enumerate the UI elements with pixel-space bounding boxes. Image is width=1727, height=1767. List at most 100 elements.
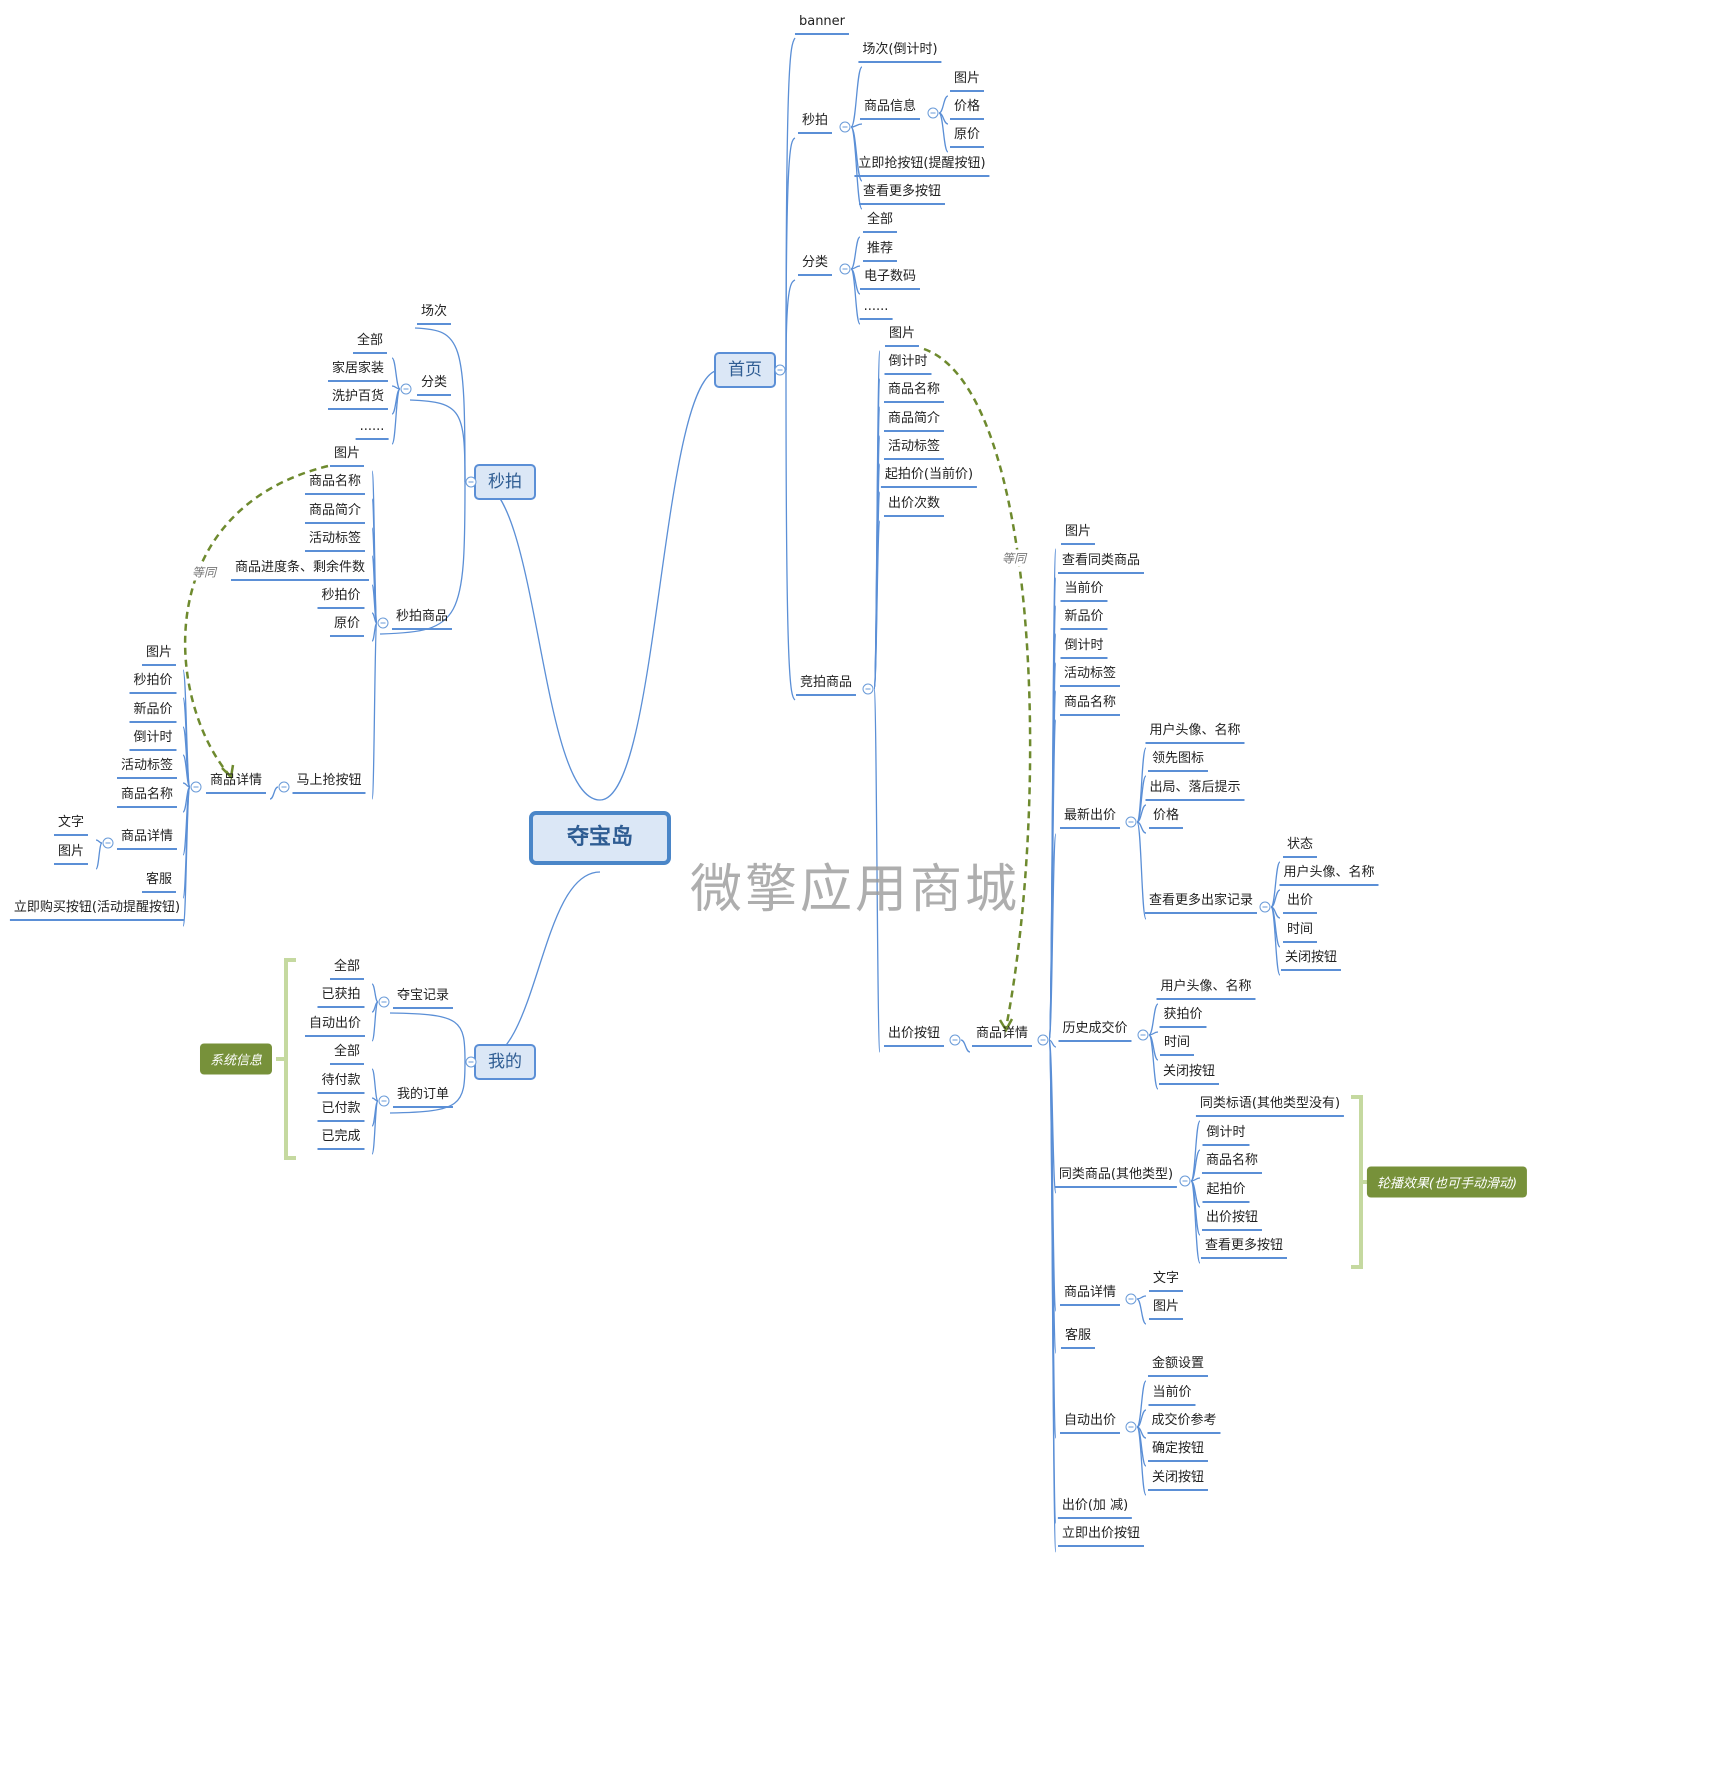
topic-node: 场次: [416, 304, 452, 325]
collapse-toggle-icon[interactable]: [378, 1095, 390, 1107]
topic-node: 状态: [1282, 837, 1318, 858]
topic-node: 活动标签: [883, 439, 945, 460]
collapse-toggle-icon[interactable]: [949, 1034, 961, 1046]
topic-node: 秒拍价: [129, 673, 177, 694]
home-topic: 首页: [714, 352, 776, 388]
collapse-toggle-icon[interactable]: [1259, 901, 1271, 913]
system-info-bracket: [276, 958, 296, 1160]
topic-node: 商品名称: [1201, 1153, 1263, 1174]
collapse-toggle-icon[interactable]: [378, 996, 390, 1008]
topic-node: 客服: [141, 872, 177, 893]
branch-line: [1136, 804, 1147, 823]
topic-node: 商品详情: [205, 773, 267, 794]
branch-line: [371, 622, 378, 642]
topic-node: 倒计时: [1060, 638, 1108, 659]
collapse-toggle-icon[interactable]: [278, 781, 290, 793]
topic-node: 自动出价: [304, 1016, 366, 1037]
topic-node: 最新出价: [1059, 808, 1121, 829]
topic-node: 活动标签: [304, 531, 366, 552]
topic-node: 自动出价: [1059, 1413, 1121, 1434]
topic-node: 查看更多出家记录: [1144, 893, 1258, 914]
topic-node: 时间: [1282, 922, 1318, 943]
branch-line: [1136, 1380, 1147, 1428]
topic-node: 关闭按钮: [1280, 950, 1342, 971]
collapse-toggle-icon[interactable]: [1125, 1293, 1137, 1305]
collapse-toggle-icon[interactable]: [1125, 816, 1137, 828]
topic-node: 商品名称: [116, 787, 178, 808]
branch-line: [785, 369, 796, 701]
collapse-toggle-icon[interactable]: [400, 383, 412, 395]
branch-line: [1190, 1180, 1201, 1264]
collapse-toggle-icon[interactable]: [1037, 1034, 1049, 1046]
topic-node: 文字: [1148, 1271, 1184, 1292]
topic-node: 同类标语(其他类型没有): [1195, 1096, 1345, 1117]
topic-node: 出价(加 减): [1057, 1498, 1133, 1519]
topic-node: 当前价: [1148, 1385, 1196, 1406]
topic-node: 新品价: [129, 702, 177, 723]
topic-node: 电子数码: [859, 269, 921, 290]
collapse-toggle-icon[interactable]: [1179, 1175, 1191, 1187]
collapse-toggle-icon[interactable]: [839, 263, 851, 275]
collapse-toggle-icon[interactable]: [1137, 1029, 1149, 1041]
topic-node: 新品价: [1060, 609, 1108, 630]
branch-line: [379, 481, 466, 635]
topic-node: 同类商品(其他类型): [1054, 1167, 1178, 1188]
collapse-toggle-icon[interactable]: [1125, 1421, 1137, 1433]
collapse-toggle-icon[interactable]: [377, 617, 389, 629]
topic-node: 出价按钮: [883, 1026, 945, 1047]
collapse-toggle-icon[interactable]: [465, 1056, 477, 1068]
collapse-toggle-icon[interactable]: [190, 781, 202, 793]
topic-node: 洗护百货: [327, 389, 389, 410]
topic-node: 立即抢按钮(提醒按钮): [854, 156, 990, 177]
topic-node: 商品详情: [1059, 1285, 1121, 1306]
topic-node: 图片: [949, 71, 985, 92]
topic-node: 关闭按钮: [1158, 1064, 1220, 1085]
topic-node: 立即出价按钮: [1057, 1526, 1145, 1547]
root-topic: 夺宝岛: [528, 811, 672, 865]
topic-node: 关闭按钮: [1147, 1470, 1209, 1491]
topic-node: 出价: [1282, 893, 1318, 914]
branch-line: [1136, 821, 1147, 834]
branch-line: [269, 786, 279, 800]
topic-node: 用户头像、名称: [1145, 723, 1245, 744]
branch-line: [182, 754, 191, 788]
topic-node: 商品进度条、剩余件数: [230, 560, 370, 581]
topic-node: 商品名称: [883, 382, 945, 403]
topic-node: 商品信息: [859, 99, 921, 120]
topic-node: 商品详情: [116, 829, 178, 850]
topic-node: 已完成: [317, 1129, 365, 1150]
topic-node: 待付款: [317, 1073, 365, 1094]
topic-node: 竞拍商品: [795, 675, 857, 696]
collapse-toggle-icon[interactable]: [774, 364, 786, 376]
topic-node: 倒计时: [1202, 1125, 1250, 1146]
collapse-toggle-icon[interactable]: [862, 683, 874, 695]
topic-node: 价格: [949, 99, 985, 120]
topic-node: 场次(倒计时): [858, 42, 942, 63]
branch-line: [1270, 906, 1281, 976]
topic-node: 文字: [53, 815, 89, 836]
topic-node: 出局、落后提示: [1145, 780, 1245, 801]
branch-line: [95, 842, 103, 870]
topic-node: 商品名称: [304, 474, 366, 495]
flash-topic: 秒拍: [474, 464, 536, 500]
topic-node: 活动标签: [116, 758, 178, 779]
collapse-toggle-icon[interactable]: [927, 107, 939, 119]
topic-node: 倒计时: [129, 730, 177, 751]
topic-node: 分类: [797, 255, 833, 276]
topic-node: 夺宝记录: [392, 988, 454, 1009]
branch-line: [1270, 861, 1281, 908]
relation-label: 等同: [189, 563, 219, 581]
branch-line: [1136, 1298, 1147, 1325]
topic-node: 全部: [862, 212, 898, 233]
collapse-toggle-icon[interactable]: [102, 837, 114, 849]
topic-node: 全部: [352, 333, 388, 354]
topic-node: 马上抢按钮: [292, 773, 366, 794]
collapse-toggle-icon[interactable]: [839, 121, 851, 133]
branch-line: [1136, 1426, 1147, 1496]
branch-line: [371, 1068, 379, 1102]
branch-line: [1136, 775, 1147, 823]
mine-topic: 我的: [474, 1044, 536, 1080]
collapse-toggle-icon[interactable]: [465, 476, 477, 488]
branch-line: [785, 137, 796, 371]
